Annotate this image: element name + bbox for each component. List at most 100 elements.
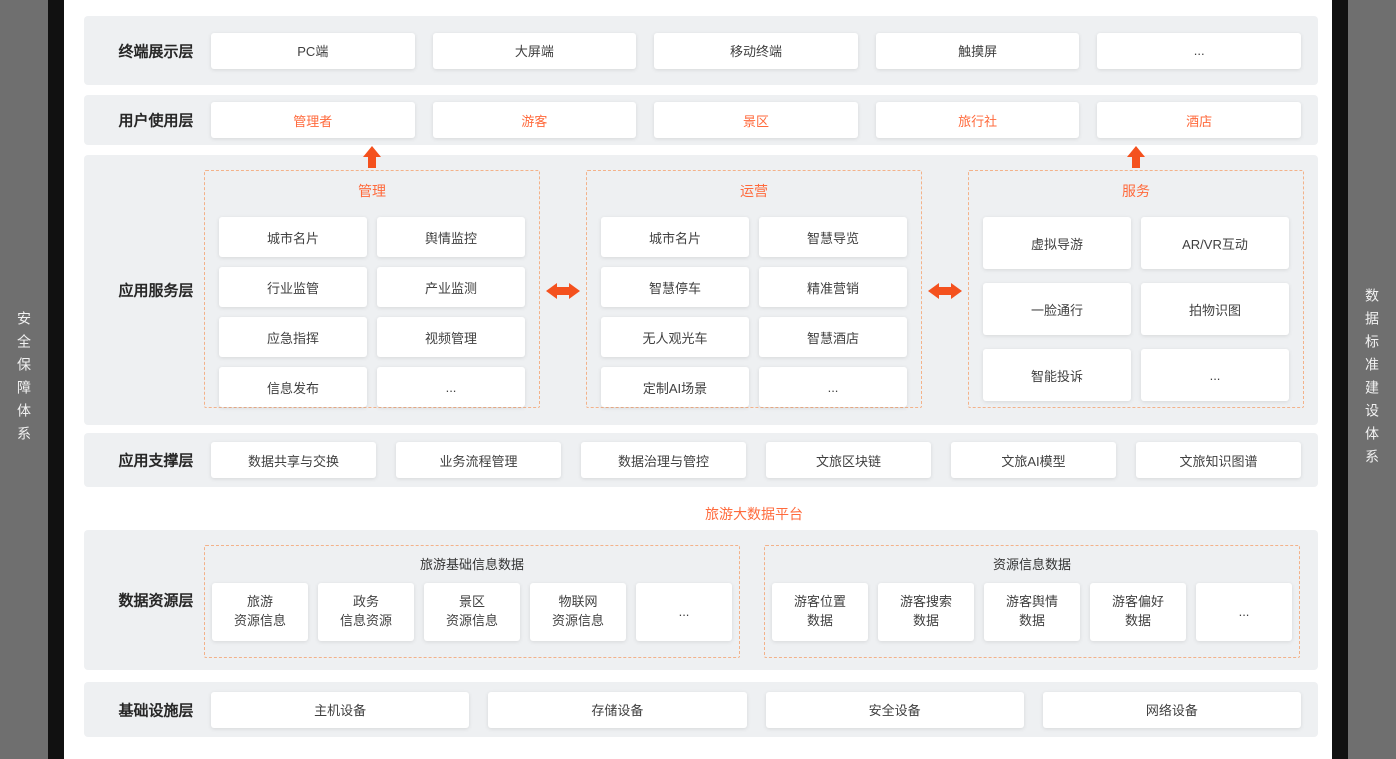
operation-card: 城市名片 bbox=[601, 217, 749, 257]
management-group: 管理 城市名片 舆情监控 行业监管 产业监测 应急指挥 视频管理 信息发布 ..… bbox=[204, 170, 540, 408]
service-card: ... bbox=[1141, 349, 1289, 401]
management-card: 产业监测 bbox=[377, 267, 525, 307]
data-standard-label: 数据标准建设体系 bbox=[1364, 287, 1380, 472]
operation-card: 精准营销 bbox=[759, 267, 907, 307]
arrow-bar bbox=[939, 287, 951, 295]
management-cards: 城市名片 舆情监控 行业监管 产业监测 应急指挥 视频管理 信息发布 ... bbox=[219, 217, 525, 407]
resource-info-card: 游客位置 数据 bbox=[772, 583, 868, 641]
resource-info-card: ... bbox=[1196, 583, 1292, 641]
terminal-card-mobile: 移动终端 bbox=[654, 32, 858, 69]
left-right-arrow-icon bbox=[546, 283, 580, 299]
data-standard-sidebar: 数据标准建设体系 bbox=[1348, 0, 1396, 759]
main-panel: 终端展示层 PC端 大屏端 移动终端 触摸屏 ... 用户使用层 管理者 游客 … bbox=[64, 0, 1332, 759]
support-card: 业务流程管理 bbox=[396, 442, 561, 478]
resource-info-data-group: 资源信息数据 游客位置 数据 游客搜索 数据 游客舆情 数据 游客偏好 数据 .… bbox=[764, 545, 1300, 658]
operation-card: 智慧停车 bbox=[601, 267, 749, 307]
arrow-bar bbox=[557, 287, 569, 295]
infrastructure-card-security: 安全设备 bbox=[765, 691, 1024, 728]
support-card: 数据共享与交换 bbox=[211, 442, 376, 478]
service-card: 虚拟导游 bbox=[983, 217, 1131, 269]
basic-info-group-title: 旅游基础信息数据 bbox=[419, 557, 524, 572]
arrow-left-head bbox=[928, 283, 939, 299]
infrastructure-layer-label: 基础设施层 bbox=[118, 702, 194, 719]
service-cards: 虚拟导游 AR/VR互动 一脸通行 拍物识图 智能投诉 ... bbox=[983, 217, 1289, 401]
management-card: 行业监管 bbox=[219, 267, 367, 307]
service-group: 服务 虚拟导游 AR/VR互动 一脸通行 拍物识图 智能投诉 ... bbox=[968, 170, 1304, 408]
user-cards: 管理者 游客 景区 旅行社 酒店 bbox=[211, 102, 1301, 138]
infrastructure-layer: 基础设施层 主机设备 存储设备 安全设备 网络设备 bbox=[84, 682, 1318, 737]
management-card: 城市名片 bbox=[219, 217, 367, 257]
resource-info-card: 游客搜索 数据 bbox=[878, 583, 974, 641]
arrow-stem bbox=[368, 157, 376, 168]
infrastructure-card-network: 网络设备 bbox=[1042, 691, 1301, 728]
terminal-card-pc: PC端 bbox=[211, 32, 415, 69]
support-card: 数据治理与管控 bbox=[581, 442, 746, 478]
operation-cards: 城市名片 智慧导览 智慧停车 精准营销 无人观光车 智慧酒店 定制AI场景 ..… bbox=[601, 217, 907, 407]
service-card: 一脸通行 bbox=[983, 283, 1131, 335]
terminal-display-layer: 终端展示层 PC端 大屏端 移动终端 触摸屏 ... bbox=[84, 16, 1318, 85]
app-support-layer-label: 应用支撑层 bbox=[118, 452, 194, 470]
operation-card: 无人观光车 bbox=[601, 317, 749, 357]
support-cards: 数据共享与交换 业务流程管理 数据治理与管控 文旅区块链 文旅AI模型 文旅知识… bbox=[211, 442, 1301, 478]
management-card: 视频管理 bbox=[377, 317, 525, 357]
management-card: 信息发布 bbox=[219, 367, 367, 407]
operation-card: 智慧酒店 bbox=[759, 317, 907, 357]
management-card: ... bbox=[377, 367, 525, 407]
operation-card: 智慧导览 bbox=[759, 217, 907, 257]
basic-info-card: 旅游 资源信息 bbox=[212, 583, 308, 641]
management-group-title: 管理 bbox=[358, 183, 386, 199]
terminal-card-more: ... bbox=[1097, 32, 1301, 69]
application-service-layer: 应用服务层 管理 城市名片 舆情监控 行业监管 产业监测 应急指挥 视频管理 信 bbox=[84, 146, 1318, 425]
resource-info-group-title: 资源信息数据 bbox=[992, 557, 1071, 572]
arrow-head bbox=[1127, 146, 1145, 157]
service-card: 智能投诉 bbox=[983, 349, 1131, 401]
arrow-left-head bbox=[546, 283, 557, 299]
user-card-tourist: 游客 bbox=[432, 102, 637, 138]
terminal-layer-label: 终端展示层 bbox=[118, 43, 194, 60]
arrow-head bbox=[363, 146, 381, 157]
user-card-travel-agency: 旅行社 bbox=[875, 102, 1080, 138]
left-right-arrow-icon bbox=[928, 283, 962, 299]
application-support-layer: 应用支撑层 数据共享与交换 业务流程管理 数据治理与管控 文旅区块链 文旅AI模… bbox=[84, 433, 1318, 487]
operation-group: 运营 城市名片 智慧导览 智慧停车 精准营销 无人观光车 智慧酒店 定制AI场景… bbox=[586, 170, 922, 408]
arrow-stem bbox=[1132, 157, 1140, 168]
basic-info-card: ... bbox=[636, 583, 732, 641]
basic-info-card: 物联网 资源信息 bbox=[530, 583, 626, 641]
data-resource-layer-label: 数据资源层 bbox=[118, 592, 194, 610]
up-arrow-icon bbox=[1127, 146, 1145, 168]
support-card: 文旅AI模型 bbox=[951, 442, 1116, 478]
basic-info-cards: 旅游 资源信息 政务 信息资源 景区 资源信息 物联网 资源信息 ... bbox=[212, 583, 732, 641]
resource-info-cards: 游客位置 数据 游客搜索 数据 游客舆情 数据 游客偏好 数据 ... bbox=[772, 583, 1292, 641]
support-card: 文旅知识图谱 bbox=[1136, 442, 1301, 478]
service-group-title: 服务 bbox=[1122, 183, 1150, 199]
operation-card: 定制AI场景 bbox=[601, 367, 749, 407]
user-card-scenic-area: 景区 bbox=[654, 102, 858, 138]
security-assurance-label: 安全保障体系 bbox=[16, 310, 32, 449]
app-service-layer-label: 应用服务层 bbox=[118, 282, 194, 300]
infrastructure-card-host: 主机设备 bbox=[211, 691, 470, 728]
up-arrow-icon bbox=[363, 146, 381, 168]
management-card: 舆情监控 bbox=[377, 217, 525, 257]
big-data-platform-caption: 旅游大数据平台 bbox=[705, 506, 803, 522]
user-layer-label: 用户使用层 bbox=[118, 112, 194, 130]
operation-card: ... bbox=[759, 367, 907, 407]
basic-info-card: 政务 信息资源 bbox=[318, 583, 414, 641]
infrastructure-cards: 主机设备 存储设备 安全设备 网络设备 bbox=[211, 691, 1301, 728]
terminal-cards: PC端 大屏端 移动终端 触摸屏 ... bbox=[211, 32, 1301, 69]
support-card: 文旅区块链 bbox=[766, 442, 931, 478]
terminal-card-touchscreen: 触摸屏 bbox=[875, 32, 1080, 69]
resource-info-card: 游客舆情 数据 bbox=[984, 583, 1080, 641]
arrow-right-head bbox=[569, 283, 580, 299]
basic-info-data-group: 旅游基础信息数据 旅游 资源信息 政务 信息资源 景区 资源信息 物联网 资源信… bbox=[204, 545, 740, 658]
service-card: 拍物识图 bbox=[1141, 283, 1289, 335]
user-card-hotel: 酒店 bbox=[1097, 102, 1301, 138]
resource-info-card: 游客偏好 数据 bbox=[1090, 583, 1186, 641]
user-usage-layer: 用户使用层 管理者 游客 景区 旅行社 酒店 bbox=[84, 95, 1318, 145]
user-card-manager: 管理者 bbox=[211, 102, 415, 138]
service-card: AR/VR互动 bbox=[1141, 217, 1289, 269]
security-assurance-sidebar: 安全保障体系 bbox=[0, 0, 48, 759]
infrastructure-card-storage: 存储设备 bbox=[488, 691, 747, 728]
data-resource-layer: 数据资源层 旅游基础信息数据 旅游 资源信息 政务 信息资源 景区 资源信息 物… bbox=[84, 530, 1318, 670]
arrow-right-head bbox=[951, 283, 962, 299]
